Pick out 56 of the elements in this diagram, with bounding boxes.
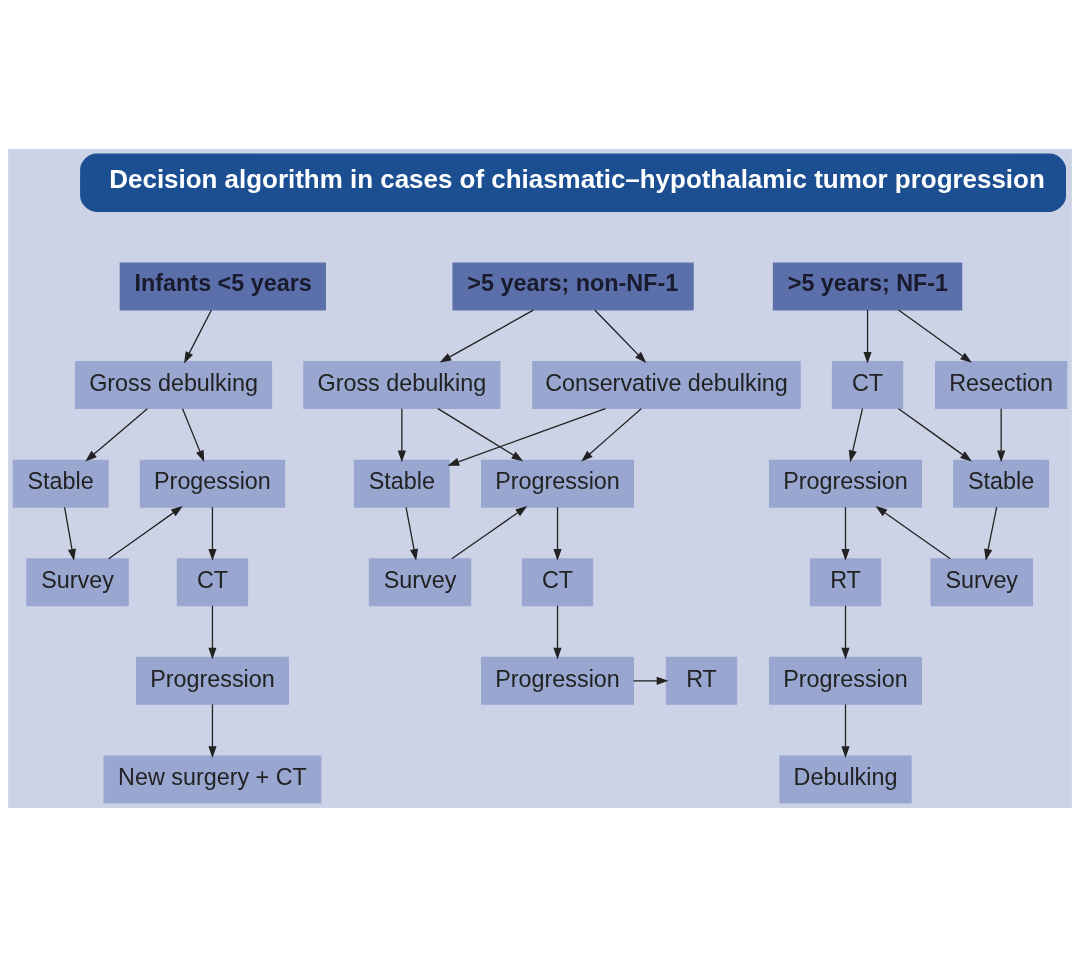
node-box: RT (665, 656, 738, 705)
arrow (848, 408, 864, 463)
node-box: Progression (480, 459, 635, 508)
node-box: CT (521, 558, 594, 607)
arrow (63, 506, 76, 561)
node-box: Gross debulking (303, 361, 501, 410)
node-box: Debulking (779, 755, 912, 804)
arrow (553, 506, 562, 561)
arrow (208, 703, 217, 758)
arrow (405, 506, 419, 561)
arrow (181, 408, 205, 463)
node-box: Survey (930, 558, 1033, 607)
arrow (897, 309, 972, 363)
arrow (841, 506, 850, 561)
node-box: Stable (12, 459, 109, 508)
node-box: Decision algorithm in cases of chiasmatic–hypothalamic tumor progression (80, 153, 1067, 212)
node-box: Survey (26, 558, 129, 607)
node-box: Resection (935, 361, 1068, 410)
arrow (437, 408, 524, 462)
node-box: Survey (368, 558, 472, 607)
arrow (184, 309, 213, 364)
arrow (875, 506, 951, 560)
node-box: Progession (139, 459, 286, 508)
arrow (208, 605, 217, 660)
node-box: Progression (480, 656, 635, 705)
arrow (841, 703, 850, 758)
node-box: Conservative debulking (532, 361, 801, 410)
arrow (447, 407, 607, 466)
arrow (208, 506, 217, 561)
node-box: Progression (135, 656, 289, 705)
arrow (594, 309, 647, 364)
node-box: Progression (768, 459, 923, 508)
node-box: Stable (953, 459, 1050, 508)
arrow (451, 506, 528, 560)
arrow (108, 506, 183, 560)
arrow (841, 605, 850, 660)
node-box: >5 years; non-NF-1 (452, 262, 694, 311)
arrow (997, 408, 1006, 463)
node-box: CT (176, 558, 249, 607)
node-box: Infants <5 years (119, 262, 326, 311)
arrow (85, 408, 148, 462)
arrow (984, 506, 998, 561)
node-box: New surgery + CT (103, 755, 322, 804)
arrow (632, 676, 669, 685)
arrow (897, 408, 972, 462)
arrow (553, 605, 562, 660)
node-box: Progression (768, 656, 923, 705)
arrow (397, 408, 406, 463)
node-box: Gross debulking (74, 361, 273, 410)
arrow (439, 309, 534, 363)
node-box: Stable (353, 459, 450, 508)
node-box: RT (809, 558, 882, 607)
node-box: CT (831, 361, 904, 410)
node-box: >5 years; NF-1 (772, 262, 963, 311)
arrow (863, 309, 872, 364)
arrow (581, 408, 642, 462)
